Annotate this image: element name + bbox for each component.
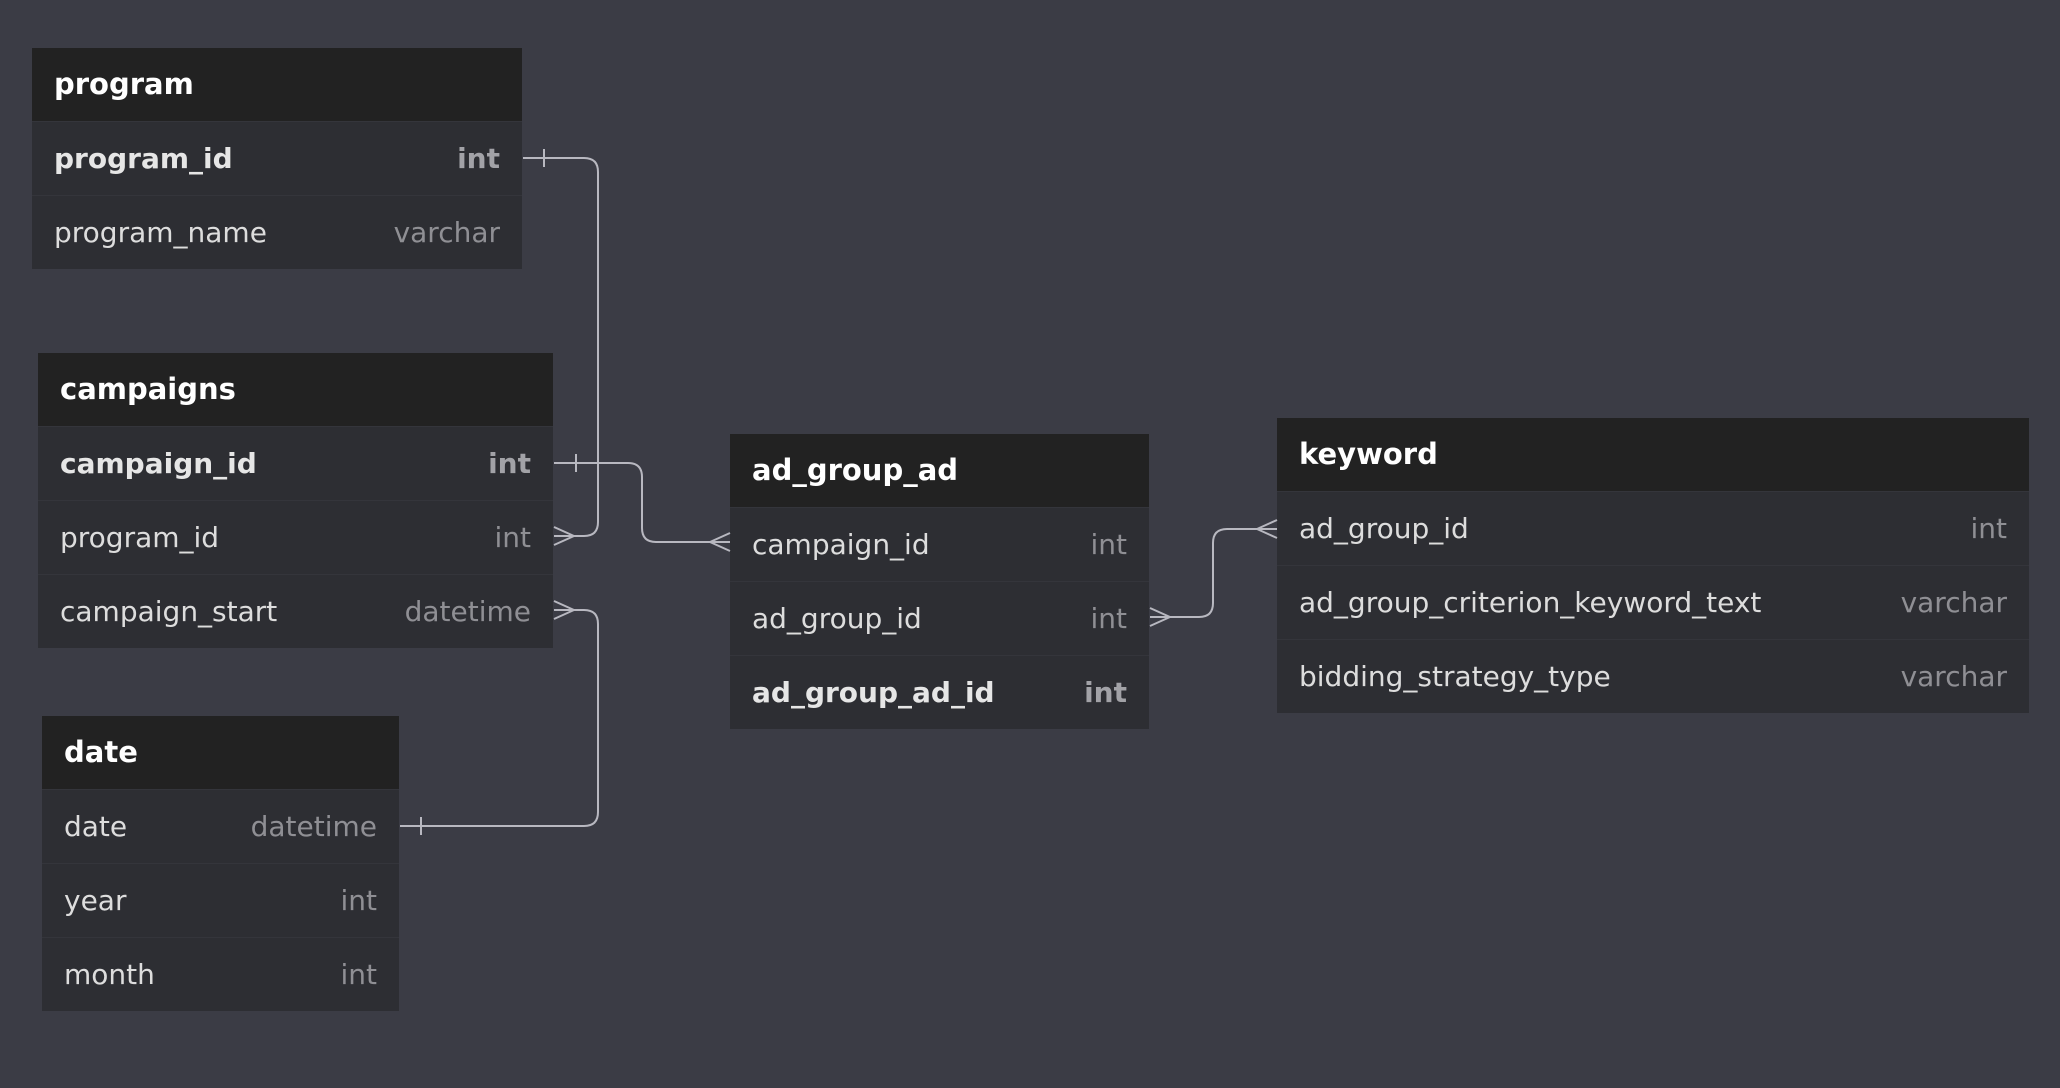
column-row[interactable]: ad_group_id int <box>1277 491 2029 565</box>
column-row[interactable]: month int <box>42 937 399 1011</box>
column-type: varchar <box>393 216 500 249</box>
column-name: date <box>64 810 128 843</box>
entity-campaigns[interactable]: campaigns campaign_id int program_id int… <box>38 353 553 648</box>
crowfoot-marker <box>553 600 575 620</box>
column-type: int <box>1090 602 1127 635</box>
column-name: year <box>64 884 127 917</box>
column-type: int <box>1970 512 2007 545</box>
connector-line <box>554 462 730 543</box>
column-type: int <box>1084 676 1127 709</box>
column-type: datetime <box>250 810 377 843</box>
entity-program[interactable]: program program_id int program_name varc… <box>32 48 522 269</box>
column-row[interactable]: program_id int <box>32 121 522 195</box>
entity-title: ad_group_ad <box>730 434 1149 507</box>
connector-line <box>1150 528 1277 618</box>
relation-adgroupad-keyword[interactable] <box>1149 519 1278 627</box>
column-row[interactable]: campaign_start datetime <box>38 574 553 648</box>
column-row[interactable]: program_name varchar <box>32 195 522 269</box>
column-name: ad_group_ad_id <box>752 676 995 709</box>
entity-keyword[interactable]: keyword ad_group_id int ad_group_criteri… <box>1277 418 2029 713</box>
column-name: campaign_start <box>60 595 278 628</box>
entity-date[interactable]: date date datetime year int month int <box>42 716 399 1011</box>
column-row[interactable]: ad_group_ad_id int <box>730 655 1149 729</box>
column-name: ad_group_id <box>1299 512 1469 545</box>
column-type: int <box>457 142 500 175</box>
entity-title: campaigns <box>38 353 553 426</box>
column-row[interactable]: ad_group_id int <box>730 581 1149 655</box>
column-type: int <box>340 958 377 991</box>
column-row[interactable]: program_id int <box>38 500 553 574</box>
column-row[interactable]: campaign_id int <box>730 507 1149 581</box>
column-type: int <box>488 447 531 480</box>
column-type: int <box>1090 528 1127 561</box>
crowfoot-marker <box>553 526 575 546</box>
column-row[interactable]: date datetime <box>42 789 399 863</box>
column-row[interactable]: bidding_strategy_type varchar <box>1277 639 2029 713</box>
entity-title: keyword <box>1277 418 2029 491</box>
crowfoot-marker <box>1149 607 1171 627</box>
column-name: program_id <box>54 142 233 175</box>
column-type: varchar <box>1900 660 2007 693</box>
column-type: int <box>340 884 377 917</box>
column-row[interactable]: ad_group_criterion_keyword_text varchar <box>1277 565 2029 639</box>
crowfoot-marker <box>1256 519 1278 539</box>
column-name: campaign_id <box>60 447 257 480</box>
column-type: int <box>494 521 531 554</box>
column-name: ad_group_id <box>752 602 922 635</box>
entity-ad-group-ad[interactable]: ad_group_ad campaign_id int ad_group_id … <box>730 434 1149 729</box>
column-name: month <box>64 958 155 991</box>
entity-title: date <box>42 716 399 789</box>
crowfoot-marker <box>709 532 731 552</box>
relation-campaigns-adgroupad[interactable] <box>554 454 731 552</box>
column-row[interactable]: campaign_id int <box>38 426 553 500</box>
column-name: program_name <box>54 216 267 249</box>
column-type: datetime <box>404 595 531 628</box>
column-name: bidding_strategy_type <box>1299 660 1611 693</box>
column-name: ad_group_criterion_keyword_text <box>1299 586 1762 619</box>
column-type: varchar <box>1900 586 2007 619</box>
column-row[interactable]: year int <box>42 863 399 937</box>
entity-title: program <box>32 48 522 121</box>
column-name: program_id <box>60 521 220 554</box>
column-name: campaign_id <box>752 528 930 561</box>
